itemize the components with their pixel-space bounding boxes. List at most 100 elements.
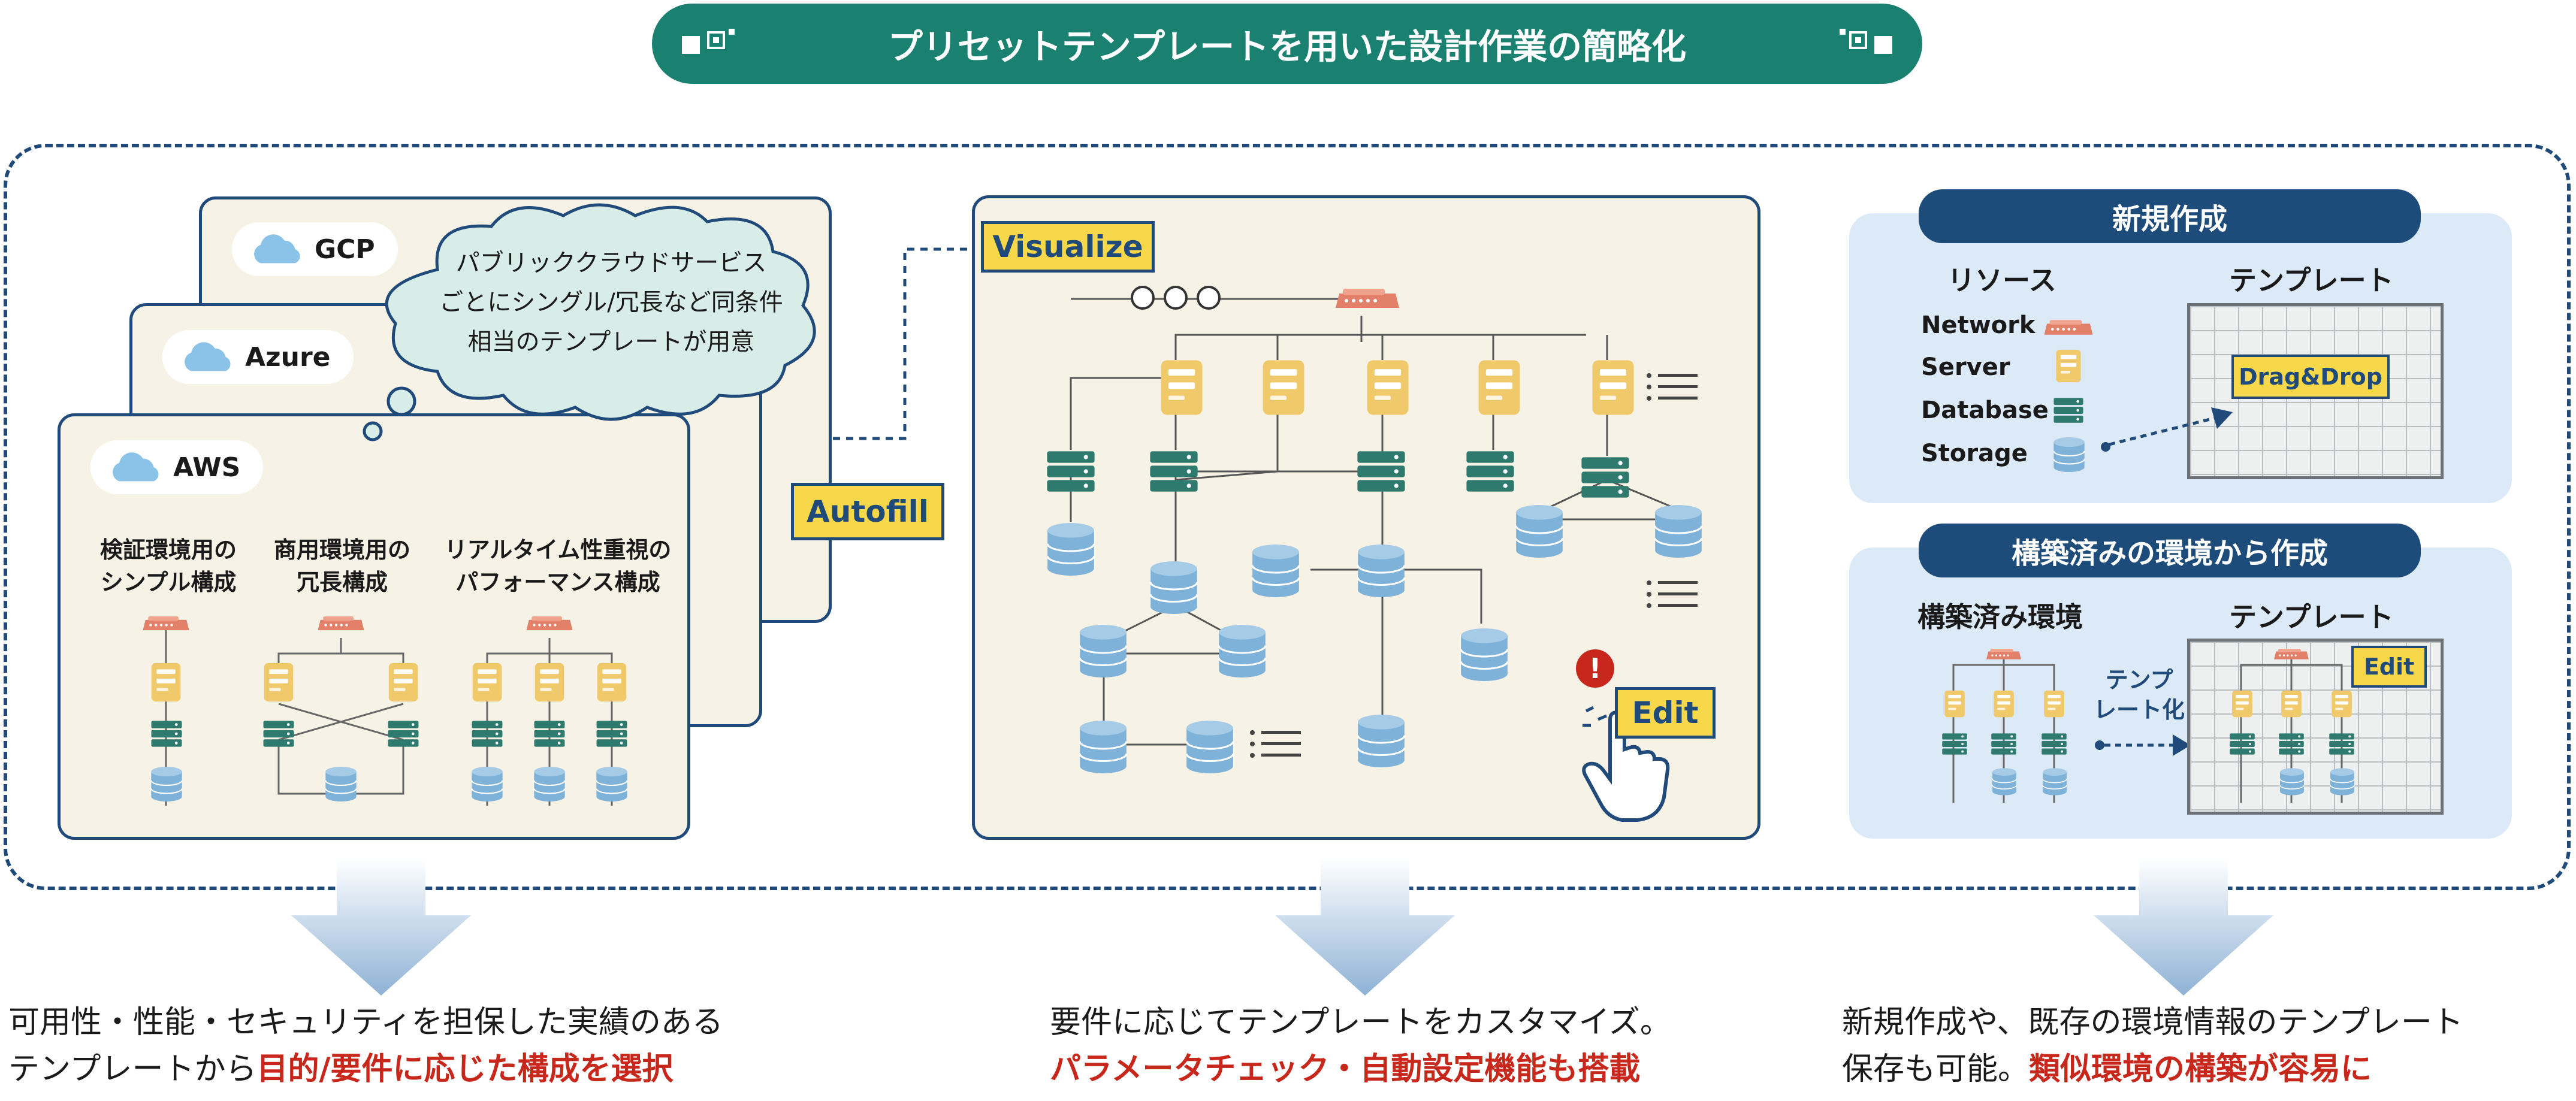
storage-icon [1357,543,1406,598]
database-icon [1581,457,1629,498]
database-icon [151,721,182,747]
server-icon [388,663,418,702]
database-icon [263,721,294,747]
storage-icon [1149,560,1198,615]
built-env-heading: 構築済み環境 [1917,601,2083,633]
database-icon [596,721,627,747]
database-icon [1047,451,1095,492]
templatize-label: テンプレート化 [2094,667,2185,723]
storage-icon [1218,624,1267,679]
database-icon [1466,451,1514,492]
server-icon [2232,690,2252,718]
config-label-redundant: 商用環境用の冗長構成 [273,537,410,595]
router-icon [2044,320,2093,335]
decor-squares-icon [682,29,735,54]
built-create-title: 構築済みの環境から作成 [1919,524,2421,577]
edit-template-button[interactable]: Edit [2351,646,2427,688]
router-icon [2274,649,2309,660]
list-icon [1647,373,1698,401]
list-icon [1647,580,1698,608]
server-icon [1263,360,1304,415]
template-diagram [2230,649,2355,803]
decor-squares-icon [1840,29,1892,54]
storage-icon [150,766,183,803]
edit-button[interactable]: Edit [1615,687,1716,739]
server-icon [1592,360,1634,415]
storage-icon [1185,719,1234,775]
storage-icon [1515,504,1564,559]
down-arrow-icon [1275,858,1455,996]
template-heading-2: テンプレート [2229,601,2394,633]
server-icon [1161,360,1203,415]
cloud-label-aws: AWS [90,440,264,494]
storage-icon [1992,767,2017,796]
storage-icon [596,766,628,803]
server-icon [1478,360,1520,415]
storage-icon [2330,767,2355,796]
resource-database-label: Database [1921,397,2049,424]
summary-right: 新規作成や、既存の環境情報のテンプレート 保存も可能。類似環境の構築が容易に [1842,1005,2463,1087]
server-icon [1994,690,2014,718]
cloud-label-gcp: GCP [232,222,398,276]
config-diagrams [143,616,628,806]
summary-left: 可用性・性能・セキュリティを担保した実績のある テンプレートから目的/要件に応じ… [8,1005,723,1087]
network-topology [1046,286,1703,822]
resource-network-label: Network [1921,311,2036,339]
thought-bubble-text: パブリッククラウドサービスごとにシングル/冗長など同条件相当のテンプレートが用意 [439,249,783,356]
server-icon [472,663,502,702]
autofill-button[interactable]: Autofill [791,483,944,540]
cloud-icon [180,341,234,373]
server-icon [1944,690,1965,718]
server-icon [597,663,627,702]
database-icon [534,721,565,747]
down-arrow-icon [2094,858,2273,996]
database-icon [1991,733,2016,755]
config-label-simple: 検証環境用のシンプル構成 [99,537,237,595]
server-icon [2056,349,2081,383]
down-arrow-icon [291,858,471,996]
database-icon [2329,733,2354,755]
router-icon [1336,289,1399,308]
storage-icon [2279,767,2305,796]
summary-middle: 要件に応じてテンプレートをカスタマイズ。 パラメータチェック・自動設定機能も搭載 [1050,1005,1671,1087]
storage-icon [533,766,566,803]
cloud-icon [108,451,162,483]
visualize-button[interactable]: Visualize [981,221,1155,273]
storage-icon [1654,504,1703,559]
storage-icon [2042,767,2067,796]
database-icon [472,721,503,747]
page-title: プリセットテンプレートを用いた設計作業の簡略化 [887,26,1687,67]
database-icon [2279,733,2304,755]
visualize-canvas[interactable]: ! Visualize Edit [972,195,1760,840]
built-env-diagram [1942,649,2067,803]
alert-icon [1576,649,1614,688]
config-label-performance: リアルタイム性重視のパフォーマンス構成 [444,537,672,595]
server-icon [2332,690,2352,718]
card-aws[interactable]: AWS 検証環境用のシンプル構成 商用環境用の冗長構成 リアルタイム性重視のパフ… [58,413,690,840]
thought-bubble-shape [363,203,816,441]
title-banner: プリセットテンプレートを用いた設計作業の簡略化 [652,4,1922,84]
resource-palette [2044,320,2093,473]
router-icon [526,616,573,631]
dragdrop-target[interactable]: Drag&Drop [2231,355,2390,399]
list-icon [1250,730,1301,758]
database-icon [1357,451,1405,492]
alert-mark: ! [1589,652,1602,685]
database-icon [2230,733,2255,755]
server-icon [264,663,294,702]
storage-icon [2053,436,2085,473]
router-icon [318,616,364,631]
storage-icon [1460,627,1509,682]
storage-icon [1079,624,1128,679]
dragdrop-arrow [2101,407,2233,452]
server-icon [2281,690,2302,718]
template-heading: テンプレート [2229,264,2394,297]
database-icon [1942,733,1967,755]
database-icon [2053,398,2083,423]
server-icon [2044,690,2064,718]
storage-icon [1046,522,1095,577]
server-icon [1367,360,1409,415]
resource-server-label: Server [1921,353,2010,381]
resource-storage-label: Storage [1921,440,2028,467]
server-icon [534,663,564,702]
